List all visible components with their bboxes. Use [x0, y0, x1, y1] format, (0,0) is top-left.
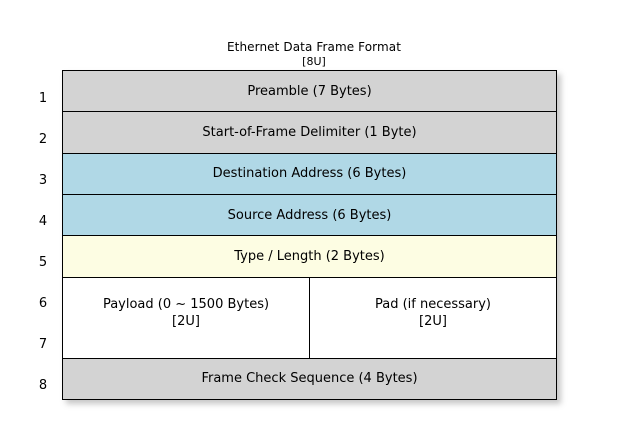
table-row: Type / Length (2 Bytes)	[62, 235, 557, 278]
frame-field-table: Preamble (7 Bytes) Start-of-Frame Delimi…	[62, 69, 557, 401]
table-row: Destination Address (6 Bytes)	[62, 152, 557, 195]
row-number-gutter: 1 2 3 4 5 6 7 8	[30, 70, 56, 400]
frame-field-pad-tag: [2U]	[419, 313, 447, 329]
table-row: Frame Check Sequence (4 Bytes)	[62, 357, 557, 401]
page-title-tag: [8U]	[302, 55, 326, 68]
row-number-3: 3	[38, 173, 48, 188]
table-row-payload: Payload (0 ~ 1500 Bytes) [2U] Pad (if ne…	[62, 276, 557, 359]
frame-field-payload-tag: [2U]	[172, 313, 200, 329]
table-row: Preamble (7 Bytes)	[62, 69, 557, 113]
row-number-6: 6	[38, 296, 48, 311]
frame-field-payload: Payload (0 ~ 1500 Bytes) [2U]	[62, 276, 310, 359]
row-number-4: 4	[38, 214, 48, 229]
frame-field-type-length: Type / Length (2 Bytes)	[62, 235, 557, 278]
row-number-2: 2	[38, 132, 48, 147]
table-row: Source Address (6 Bytes)	[62, 193, 557, 237]
row-number-8: 8	[38, 378, 48, 393]
payload-cell-inner: Payload (0 ~ 1500 Bytes) [2U]	[63, 296, 309, 330]
pad-cell-inner: Pad (if necessary) [2U]	[310, 296, 556, 330]
frame-field-pad: Pad (if necessary) [2U]	[309, 276, 557, 359]
diagram-title-block: Ethernet Data Frame Format [8U]	[0, 40, 628, 69]
row-number-5: 5	[38, 255, 48, 270]
table-row: Start-of-Frame Delimiter (1 Byte)	[62, 111, 557, 154]
frame-field-destination-address: Destination Address (6 Bytes)	[62, 152, 557, 195]
row-number-7: 7	[38, 337, 48, 352]
page-title: Ethernet Data Frame Format	[226, 40, 402, 54]
frame-field-pad-label: Pad (if necessary)	[374, 296, 491, 312]
ethernet-frame-diagram: Preamble (7 Bytes) Start-of-Frame Delimi…	[62, 69, 561, 404]
row-number-1: 1	[38, 91, 48, 106]
frame-field-source-address: Source Address (6 Bytes)	[62, 193, 557, 237]
frame-field-payload-label: Payload (0 ~ 1500 Bytes)	[102, 296, 270, 312]
frame-field-frame-check-sequence: Frame Check Sequence (4 Bytes)	[62, 357, 557, 401]
frame-field-preamble: Preamble (7 Bytes)	[62, 69, 557, 113]
frame-field-start-of-frame-delimiter: Start-of-Frame Delimiter (1 Byte)	[62, 111, 557, 154]
